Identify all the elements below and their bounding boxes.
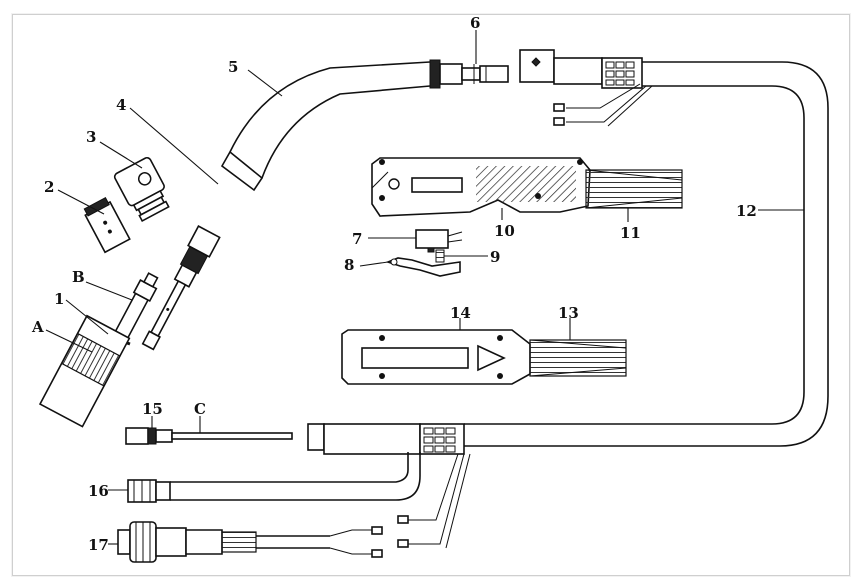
main-cable	[464, 61, 829, 447]
tip-holder	[83, 196, 131, 254]
label-13: 13	[558, 304, 579, 322]
handle-upper	[371, 157, 591, 217]
trigger	[385, 257, 461, 277]
label-2: 2	[44, 178, 54, 196]
label-15: 15	[142, 400, 163, 418]
part-labels: 5 6 4 3 2 B 1 A 12 10 11 7 8 9 14 13 15 …	[31, 14, 757, 554]
nozzle	[38, 314, 131, 428]
cable-end-connector-top	[519, 49, 653, 127]
gas-hose	[127, 452, 421, 503]
label-7: 7	[352, 230, 362, 248]
cable-end-connector-bottom	[307, 423, 465, 455]
label-12: 12	[736, 202, 757, 220]
label-B: B	[72, 268, 85, 286]
gas-diffuser	[113, 156, 170, 223]
label-3: 3	[86, 128, 96, 146]
power-connector	[117, 521, 383, 563]
label-6: 6	[470, 14, 480, 32]
neck-adapter	[141, 225, 221, 351]
liner	[125, 427, 293, 445]
label-17: 17	[88, 536, 109, 554]
micro-switch	[415, 229, 463, 253]
label-5: 5	[228, 58, 238, 76]
gooseneck	[220, 59, 509, 192]
handle-lower	[341, 329, 531, 385]
leader-lines	[45, 30, 804, 545]
label-1: 1	[54, 290, 64, 308]
label-11: 11	[620, 224, 641, 242]
label-10: 10	[494, 222, 515, 240]
spring-lower	[529, 339, 627, 377]
label-9: 9	[490, 248, 500, 266]
label-C: C	[194, 400, 206, 418]
label-8: 8	[344, 256, 354, 274]
label-4: 4	[116, 96, 126, 114]
label-16: 16	[88, 482, 109, 500]
trigger-spring	[435, 249, 445, 263]
spring-upper	[585, 169, 683, 209]
label-A: A	[31, 318, 44, 336]
contact-tip	[113, 272, 159, 340]
label-14: 14	[450, 304, 471, 322]
control-wires	[397, 453, 471, 549]
